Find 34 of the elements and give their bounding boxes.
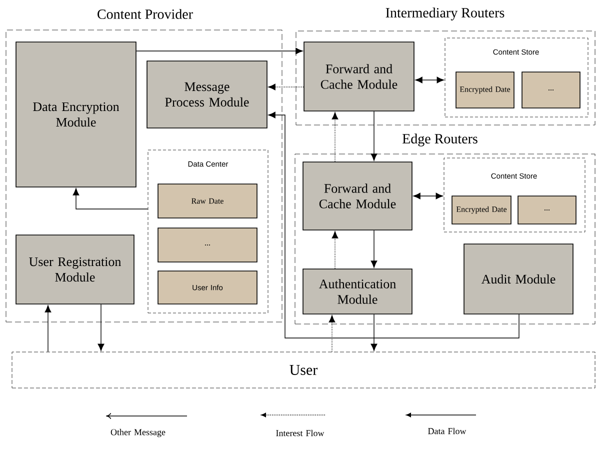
legend-label: Data Flow — [428, 428, 466, 434]
module-box: Data Encryption Module — [16, 42, 136, 188]
data-item: Encrypted Date — [456, 72, 514, 108]
data-item: ... — [518, 196, 576, 224]
legend-label: Other Message — [110, 428, 166, 438]
arrow — [328, 315, 336, 352]
arrow — [413, 192, 443, 200]
arrow — [268, 84, 304, 90]
module-box: Forward and Cache Module — [302, 162, 412, 230]
legend-label: Interest Flow — [276, 430, 324, 436]
module-box: Forward and Cache Module — [304, 42, 414, 112]
data-item: ... — [522, 72, 580, 108]
arrow — [98, 304, 104, 351]
module-box: Authentication Module — [302, 268, 412, 314]
arrow — [44, 305, 52, 352]
module-box: Message Process Module — [146, 60, 268, 128]
region-title: Intermediary Routers — [386, 8, 504, 20]
arrow — [415, 76, 444, 84]
arrow — [72, 188, 148, 210]
arrow — [332, 112, 338, 162]
arrow — [370, 230, 378, 268]
module-box: User Registration Module — [16, 234, 134, 304]
user-band: User — [12, 352, 596, 388]
region-title: Content Provider — [98, 9, 193, 19]
arrow — [370, 111, 378, 161]
data-item: Encrypted Date — [452, 196, 512, 224]
arrow — [268, 112, 520, 338]
module-box: Audit Module — [464, 244, 574, 314]
region-title: Edge Routers — [402, 134, 478, 146]
data-item: Raw Date — [158, 184, 258, 218]
arrow — [136, 48, 303, 54]
data-item: ... — [158, 228, 258, 262]
arrow — [370, 314, 378, 351]
arrow — [332, 231, 338, 269]
